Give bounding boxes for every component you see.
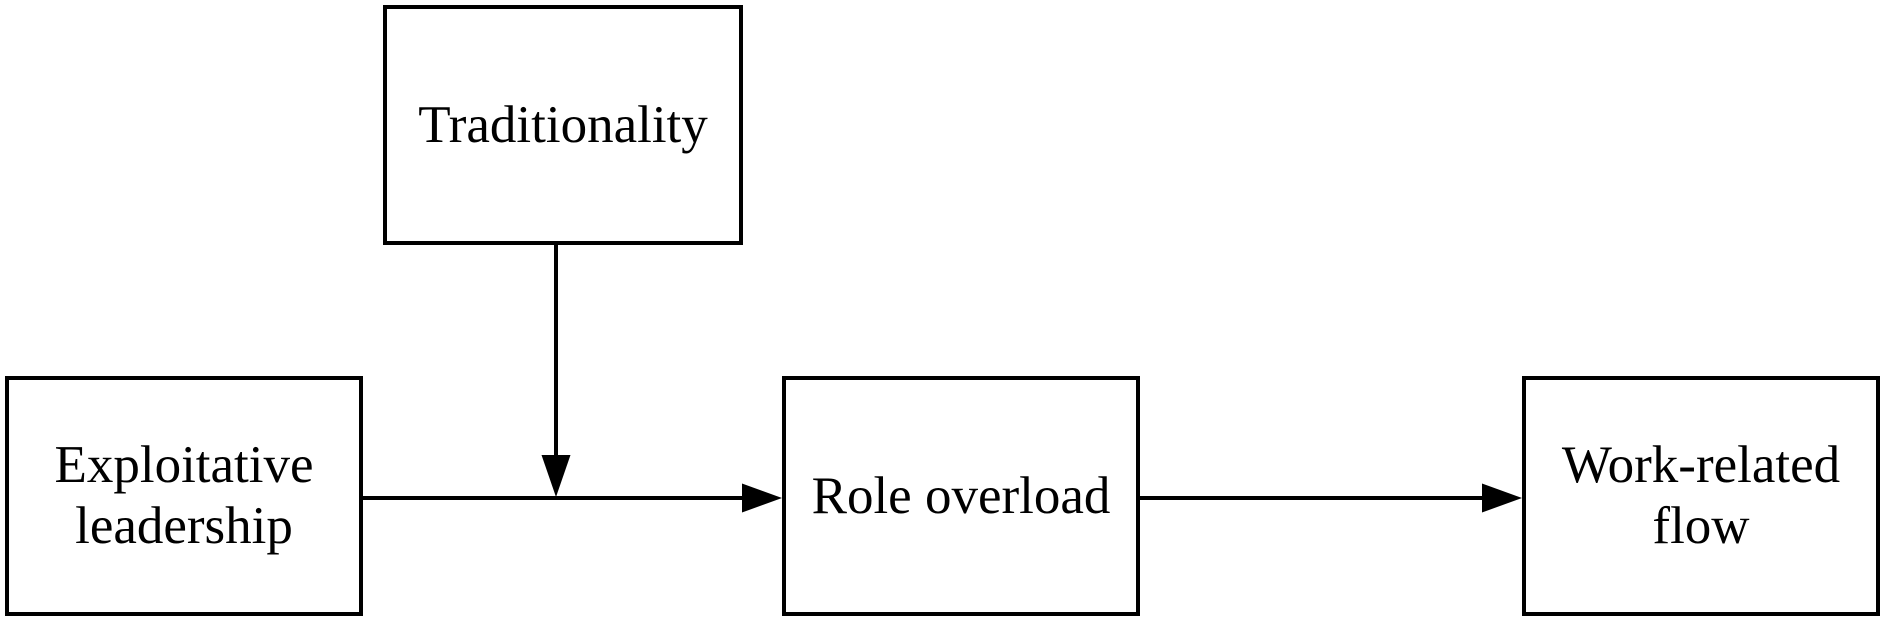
node-role-overload-label: Role overload bbox=[812, 466, 1111, 527]
node-role-overload: Role overload bbox=[782, 376, 1140, 616]
node-work-related-flow: Work-related flow bbox=[1522, 376, 1880, 616]
node-traditionality: Traditionality bbox=[383, 5, 743, 245]
node-exploitative-leadership-label-line2: leadership bbox=[75, 497, 293, 555]
node-work-related-flow-label-line1: Work-related bbox=[1561, 436, 1841, 495]
arrow-head-icon bbox=[742, 483, 782, 513]
node-work-related-flow-label: Work-related flow bbox=[1562, 435, 1840, 557]
arrow-role-overload-to-work-related-flow bbox=[1140, 483, 1522, 513]
arrow-head-icon bbox=[541, 455, 571, 497]
node-traditionality-label: Traditionality bbox=[418, 95, 708, 156]
node-role-overload-label-line: Role overload bbox=[811, 466, 1111, 525]
node-exploitative-leadership-label: Exploitative leadership bbox=[54, 435, 313, 557]
arrow-head-icon bbox=[1482, 483, 1522, 513]
arrow-exploitative-to-role-overload bbox=[363, 483, 782, 513]
node-exploitative-leadership: Exploitative leadership bbox=[5, 376, 363, 616]
node-work-related-flow-label-line2: flow bbox=[1652, 497, 1750, 555]
node-traditionality-label-line: Traditionality bbox=[418, 95, 708, 154]
moderation-arrow-traditionality bbox=[541, 245, 571, 497]
node-exploitative-leadership-label-line1: Exploitative bbox=[54, 436, 314, 495]
